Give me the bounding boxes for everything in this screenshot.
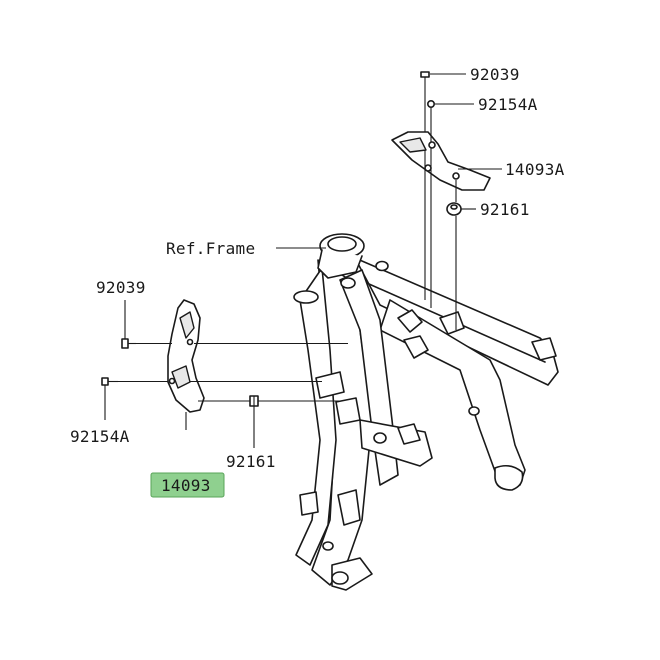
label-92154A-left: 92154A bbox=[70, 427, 130, 446]
label-ref-frame: Ref.Frame bbox=[166, 239, 255, 258]
label-92039-left: 92039 bbox=[96, 278, 146, 297]
label-92161-left: 92161 bbox=[226, 452, 276, 471]
highlight-14093 bbox=[150, 472, 225, 498]
label-14093: 14093 bbox=[161, 476, 211, 495]
motorcycle-frame bbox=[293, 233, 559, 591]
leader-lines bbox=[104, 73, 502, 448]
label-92161-right: 92161 bbox=[480, 200, 530, 219]
side-cover-right bbox=[391, 131, 491, 191]
side-cover-left bbox=[167, 299, 205, 413]
label-92154A-top: 92154A bbox=[478, 95, 538, 114]
label-14093A: 14093A bbox=[505, 160, 565, 179]
bolt-92154A-left bbox=[101, 377, 118, 386]
bolt-92039-top bbox=[420, 71, 430, 84]
bolt-92039-left bbox=[121, 338, 136, 349]
bolt-92154A-top bbox=[426, 100, 435, 114]
damper-92161-right bbox=[446, 202, 462, 216]
damper-92161-left bbox=[249, 395, 259, 407]
part-labels: 92039 92154A 14093A 92161 Ref.Frame 9203… bbox=[70, 65, 565, 498]
label-92039-top: 92039 bbox=[470, 65, 520, 84]
